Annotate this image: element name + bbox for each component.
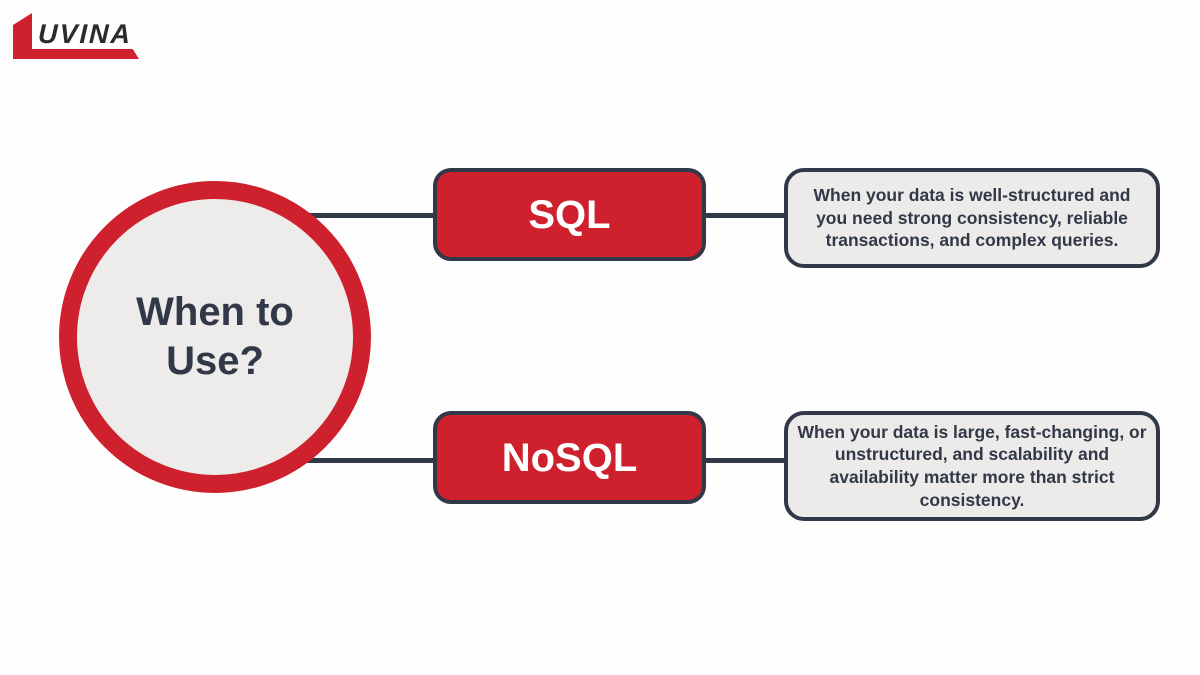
sql-description-box: When your data is well-structured and yo… <box>784 168 1160 268</box>
hub-title-line: Use? <box>166 339 264 383</box>
sql-description-line: transactions, and complex queries. <box>825 230 1119 251</box>
nosql-node-label: NoSQL <box>501 435 638 480</box>
sql-description-line: you need strong consistency, reliable <box>816 207 1128 228</box>
connector-hub-to-sql <box>290 213 433 218</box>
connector-hub-to-nosql <box>290 458 433 463</box>
when-to-use-circle: When to Use? <box>59 181 371 493</box>
logo-l-mark-icon <box>13 13 32 59</box>
nosql-description-line: unstructured, and scalability and <box>834 444 1110 465</box>
connector-sql-to-description <box>704 213 786 218</box>
connector-nosql-to-description <box>704 458 786 463</box>
hub-title-line: When to <box>136 290 294 335</box>
sql-description-line: When your data is well-structured and <box>813 184 1131 205</box>
nosql-description-line: When your data is large, fast-changing, … <box>797 421 1147 442</box>
nosql-description-box: When your data is large, fast-changing, … <box>784 411 1160 521</box>
sql-node-label: SQL <box>528 192 611 237</box>
nosql-node: NoSQL <box>433 411 706 504</box>
logo-text: UVINA <box>37 19 133 49</box>
luvina-logo: UVINA <box>13 10 153 62</box>
logo-underline <box>13 49 139 59</box>
nosql-description-line: availability matter more than strict <box>829 467 1115 487</box>
sql-node: SQL <box>433 168 706 261</box>
nosql-description-line: consistency. <box>919 489 1025 510</box>
